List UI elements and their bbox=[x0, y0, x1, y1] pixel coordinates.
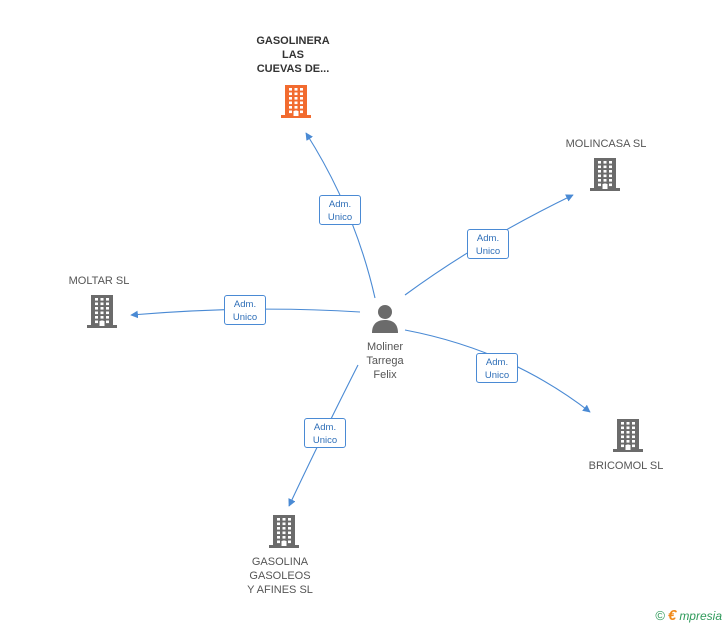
footer-brand: © €mpresia bbox=[655, 607, 722, 624]
building-icon-moltar[interactable] bbox=[87, 294, 117, 333]
person-icon[interactable] bbox=[370, 303, 400, 333]
building-icon-gasolinera[interactable] bbox=[281, 84, 311, 123]
edge-label-bricomol[interactable]: Adm. Unico bbox=[476, 353, 518, 383]
edge-label-gasolina[interactable]: Adm. Unico bbox=[304, 418, 346, 448]
building-icon-bricomol[interactable] bbox=[613, 418, 643, 457]
building-icon-gasolina[interactable] bbox=[269, 514, 299, 553]
copyright-icon: © bbox=[655, 608, 665, 623]
edge-label-moltar[interactable]: Adm. Unico bbox=[224, 295, 266, 325]
company-name-gasolinera[interactable]: GASOLINERA LAS CUEVAS DE... bbox=[256, 35, 330, 75]
edge-label-gasolinera[interactable]: Adm. Unico bbox=[319, 195, 361, 225]
company-name-molincasa[interactable]: MOLINCASA SL bbox=[565, 138, 647, 150]
brand-logo-initial: € bbox=[667, 607, 677, 624]
brand-logo-text: mpresia bbox=[679, 608, 722, 623]
building-icon-molincasa[interactable] bbox=[590, 157, 620, 196]
company-name-gasolina[interactable]: GASOLINA GASOLEOS Y AFINES SL bbox=[247, 556, 313, 596]
edge-label-molincasa[interactable]: Adm. Unico bbox=[467, 229, 509, 259]
company-name-bricomol[interactable]: BRICOMOL SL bbox=[588, 460, 664, 472]
company-name-moltar[interactable]: MOLTAR SL bbox=[68, 275, 130, 287]
person-name[interactable]: Moliner Tarrega Felix bbox=[366, 341, 404, 381]
